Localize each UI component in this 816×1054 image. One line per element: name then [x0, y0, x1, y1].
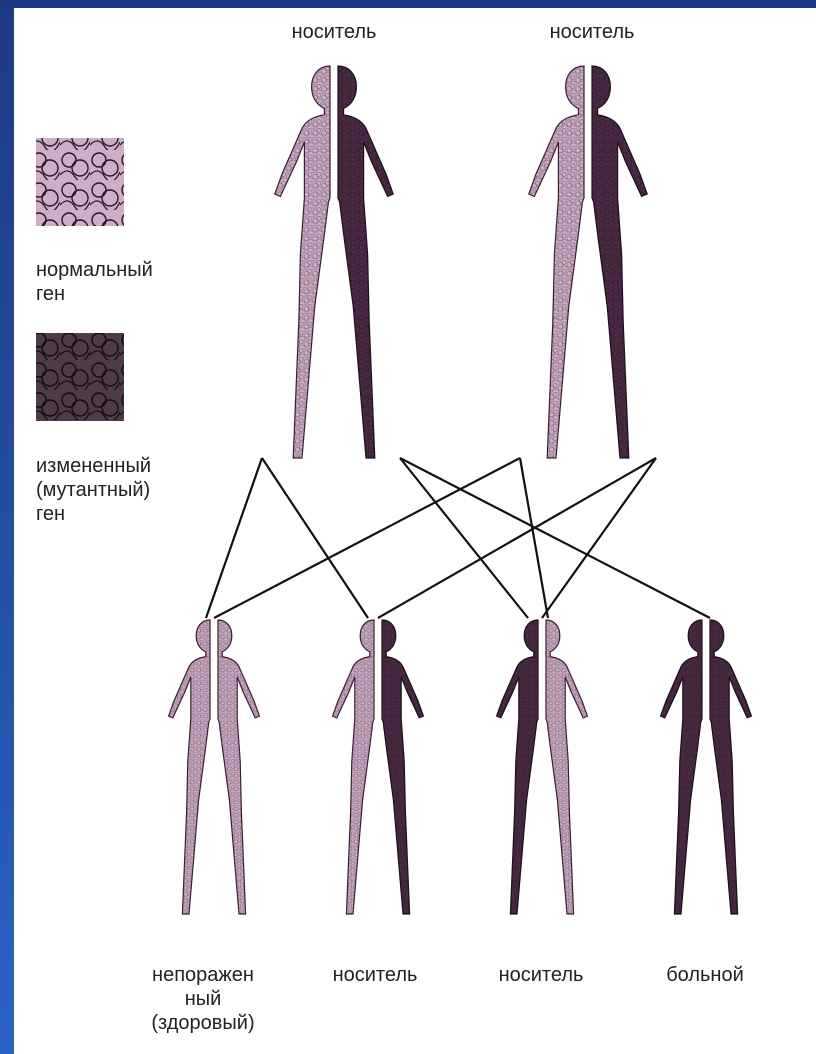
- parent-2-figure-left-half: [529, 66, 584, 458]
- child-2-label: носитель: [290, 963, 460, 987]
- child-2-figure: [333, 620, 424, 914]
- child-1-label: непоражен ный (здоровый): [118, 963, 288, 1035]
- normal-gene-swatch: [36, 138, 124, 226]
- child-3-figure-left-half: [497, 620, 538, 914]
- mutant-gene-swatch: [36, 333, 124, 421]
- inheritance-line: [542, 458, 656, 618]
- parent-2-figure: [529, 66, 647, 458]
- child-1-figure-left-half: [169, 620, 210, 914]
- parent-2-figure-right-half: [592, 66, 647, 458]
- child-2-figure-right-half: [382, 620, 423, 914]
- normal-gene-label: нормальный ген: [36, 258, 206, 306]
- child-3-label: носитель: [456, 963, 626, 987]
- inheritance-line: [400, 458, 710, 618]
- child-1-figure-right-half: [218, 620, 259, 914]
- inheritance-line: [206, 458, 262, 618]
- child-3-figure: [497, 620, 588, 914]
- inheritance-line: [520, 458, 548, 618]
- child-4-figure-right-half: [710, 620, 751, 914]
- parent-2-label: носитель: [512, 20, 672, 44]
- child-4-figure: [661, 620, 752, 914]
- child-4-label: больной: [620, 963, 790, 987]
- parent-1-figure: [275, 66, 393, 458]
- child-1-figure: [169, 620, 260, 914]
- inheritance-line: [214, 458, 520, 618]
- inheritance-line: [262, 458, 368, 618]
- child-4-figure-left-half: [661, 620, 702, 914]
- inheritance-lines: [206, 458, 710, 618]
- parent-1-label: носитель: [254, 20, 414, 44]
- mutant-gene-label: измененный (мутантный) ген: [36, 454, 206, 526]
- child-2-figure-left-half: [333, 620, 374, 914]
- parent-1-figure-right-half: [338, 66, 393, 458]
- parent-1-figure-left-half: [275, 66, 330, 458]
- child-3-figure-right-half: [546, 620, 587, 914]
